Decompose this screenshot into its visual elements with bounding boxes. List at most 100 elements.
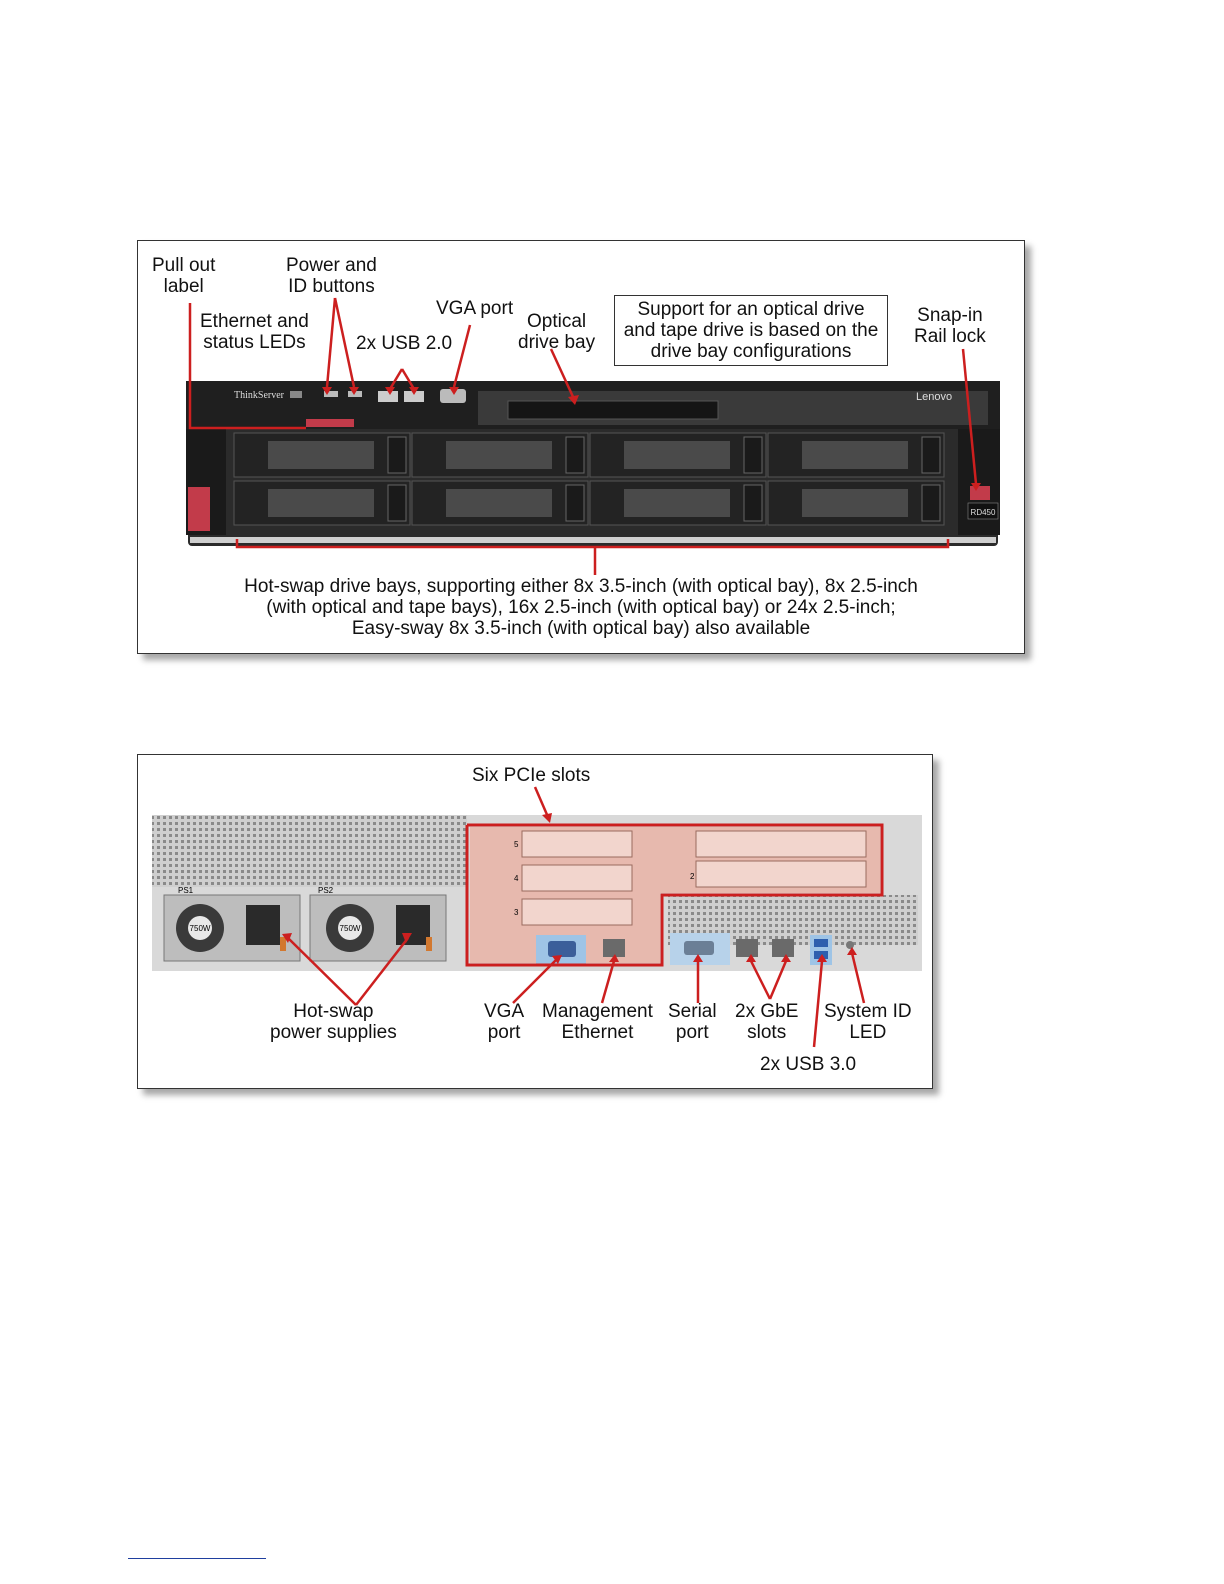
- drive-bay-grille: [268, 441, 374, 469]
- psu-1-rating: 750W: [190, 924, 211, 933]
- drive-bay-grille: [624, 489, 730, 517]
- usb2-caption: 2x USB 2.0: [356, 333, 453, 354]
- drive-bay-latch: [387, 436, 407, 474]
- bezel-vendor: Lenovo: [916, 391, 952, 403]
- front-callout-arrowheads: [322, 387, 981, 491]
- serial-port-caption: Serial port: [668, 1001, 717, 1043]
- usb3-callout: [812, 960, 824, 1048]
- usb3-port-1: [814, 939, 828, 947]
- pcie-slot-bracket: [521, 864, 633, 892]
- rear-callout-arrowheads: [282, 813, 857, 964]
- pcie-slot-number: 3: [514, 908, 519, 917]
- pull-out-label-callout: [188, 303, 306, 430]
- hot-swap-psu-caption: Hot-swap power supplies: [270, 1001, 397, 1043]
- psu-1-latch: [280, 937, 286, 951]
- gbe-slots-caption: 2x GbE slots: [735, 1001, 799, 1043]
- psu-2-label: PS2: [318, 886, 334, 895]
- gbe-1-callout: [749, 960, 772, 1000]
- rear-top-vent: [152, 815, 467, 887]
- snap-in-callout: [961, 348, 978, 485]
- drive-bay-latch: [921, 484, 941, 522]
- psu-1-label: PS1: [178, 886, 194, 895]
- front-vga-port: [440, 389, 466, 403]
- drive-bays-group: [233, 432, 945, 526]
- pcie-slot-bracket: [695, 830, 867, 858]
- usb3-port-2: [814, 951, 828, 959]
- optical-drive-slot: [507, 400, 719, 420]
- drive-bay-latch: [565, 484, 585, 522]
- drive-bay-latch: [387, 484, 407, 522]
- front-view-figure: RD450 ThinkServer Lenovo: [137, 240, 1025, 654]
- usb2-callout-b: [400, 368, 416, 390]
- psu-1-ac-inlet: [246, 905, 280, 945]
- power-button-callout: [325, 297, 337, 388]
- rear-vga-port-caption: VGA port: [484, 1001, 525, 1043]
- id-button-callout: [333, 297, 356, 388]
- left-red-handle: [188, 487, 210, 531]
- optical-drive-callout: [549, 348, 576, 400]
- drive-bay-grille: [624, 441, 730, 469]
- drive-bay-latch: [743, 484, 763, 522]
- psu-2-latch: [426, 937, 432, 951]
- system-id-led-caption: System ID LED: [824, 1001, 912, 1043]
- mgmt-ethernet-caption: Management Ethernet: [542, 1001, 653, 1043]
- drive-bay-latch: [743, 436, 763, 474]
- rear-vga-port: [548, 941, 576, 957]
- drive-bay: [589, 480, 767, 526]
- optical-drive-bay-caption: Optical drive bay: [518, 311, 596, 353]
- eth-led: [290, 391, 302, 398]
- psu-2-callout: [355, 937, 409, 1006]
- pull-out-label-tab: [306, 419, 354, 427]
- psu-2-ac-inlet: [396, 905, 430, 945]
- drive-bay-grille: [268, 489, 374, 517]
- pull-out-label-caption: Pull out label: [152, 255, 216, 297]
- drive-bay-grille: [446, 441, 552, 469]
- drive-bay-latch: [565, 436, 585, 474]
- pcie-outline: [465, 823, 884, 967]
- pcie-slot-bracket: [695, 860, 867, 888]
- model-tag: [967, 502, 999, 520]
- snap-in-rail-lock: [970, 486, 990, 500]
- pcie-callout: [533, 786, 550, 818]
- mgmt-ethernet-port: [603, 939, 625, 957]
- power-button: [324, 391, 338, 397]
- power-id-buttons-caption: Power and ID buttons: [286, 255, 377, 297]
- psu-1-callout: [287, 937, 357, 1006]
- rear-vga-callout: [512, 957, 559, 1004]
- pcie-slot-number: 2: [690, 872, 695, 881]
- drive-bay-grille: [802, 489, 908, 517]
- usb2-port-2: [404, 391, 424, 402]
- drive-bays-bracket: [235, 539, 950, 549]
- system-id-callout: [850, 952, 866, 1004]
- gbe-2-callout: [768, 960, 788, 1000]
- usb2-port-1: [378, 391, 398, 402]
- id-button: [348, 391, 362, 397]
- pcie-slot-number: 4: [514, 874, 519, 883]
- rear-callout-lines: [287, 786, 866, 1048]
- model-tag-text: RD450: [971, 508, 996, 517]
- pcie-slot-bracket: [521, 898, 633, 926]
- footnote-separator: [128, 1558, 266, 1559]
- front-callout-lines: [188, 297, 978, 575]
- drive-bay-latch: [921, 436, 941, 474]
- mgmt-ethernet-callout: [600, 960, 616, 1004]
- hot-swap-drive-bays-caption: Hot-swap drive bays, supporting either 8…: [244, 576, 918, 639]
- usb3-caption: 2x USB 3.0: [760, 1054, 857, 1075]
- front-shadow: [190, 537, 996, 543]
- optical-tape-note: Support for an optical drive and tape dr…: [614, 295, 888, 366]
- snap-in-rail-lock-caption: Snap-in Rail lock: [914, 305, 986, 347]
- pcie-slot-bracket: [521, 830, 633, 858]
- front-server-illustration: RD450 ThinkServer Lenovo: [186, 297, 1000, 575]
- system-id-led: [846, 941, 854, 949]
- front-vga-callout: [452, 324, 472, 388]
- bezel-brand: ThinkServer: [234, 390, 285, 401]
- drive-bay-grille: [802, 441, 908, 469]
- gbe-port-2: [772, 939, 794, 957]
- psu-2-rating: 750W: [340, 924, 361, 933]
- ethernet-status-leds-caption: Ethernet and status LEDs: [200, 311, 309, 353]
- drive-bay-grille: [446, 489, 552, 517]
- usb2-callout-a: [388, 368, 404, 390]
